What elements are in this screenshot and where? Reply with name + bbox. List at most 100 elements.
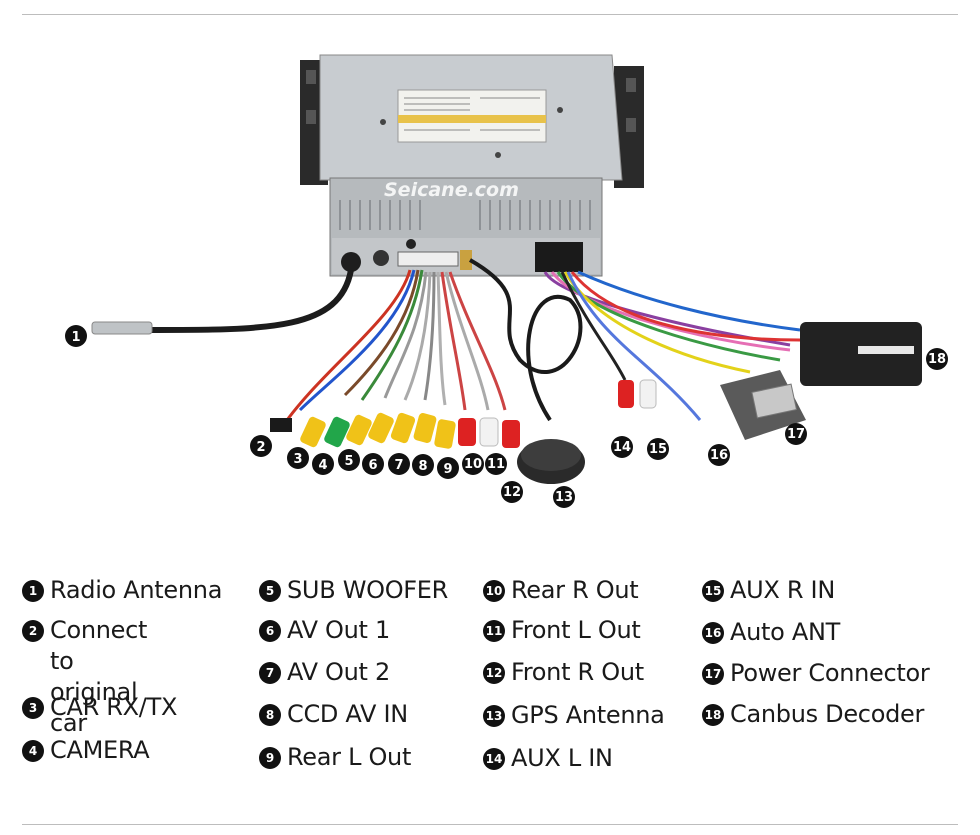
legend-number-badge: 18 [702, 704, 724, 726]
svg-text:5: 5 [344, 454, 353, 469]
svg-text:14: 14 [613, 440, 631, 455]
callout-7: 7 [388, 453, 410, 475]
legend-number-badge: 7 [259, 662, 281, 684]
radio-antenna-cable [149, 269, 354, 333]
legend-label: CAMERA [50, 736, 150, 764]
callout-13: 13 [553, 486, 575, 508]
legend-label: Power Connector [730, 659, 930, 687]
legend-number-badge: 9 [259, 747, 281, 769]
legend-label: Front L Out [511, 616, 641, 644]
legend-label: Front R Out [511, 658, 644, 686]
callout-3: 3 [287, 447, 309, 469]
legend-label: AV Out 2 [287, 658, 390, 686]
gps-sma-port [460, 250, 472, 270]
diagram-callouts: 1 2 3 4 5 6 7 8 9 10 11 12 13 14 15 16 1… [65, 325, 948, 508]
svg-text:1: 1 [71, 330, 80, 345]
legend-number-badge: 11 [483, 620, 505, 642]
legend-item: 5 SUB WOOFER [259, 575, 448, 606]
callout-16: 16 [708, 444, 730, 466]
legend-number-badge: 13 [483, 705, 505, 727]
callout-8: 8 [412, 454, 434, 476]
legend-number-badge: 5 [259, 580, 281, 602]
callout-12: 12 [501, 481, 523, 503]
legend-number-badge: 4 [22, 740, 44, 762]
legend-label: AV Out 1 [287, 616, 390, 644]
car-rxtx-connector [270, 418, 292, 432]
top-divider [22, 14, 958, 15]
legend-number-badge: 12 [483, 662, 505, 684]
legend-label: GPS Antenna [511, 701, 665, 729]
legend-number-badge: 10 [483, 580, 505, 602]
legend-item: 15 AUX R IN [702, 575, 835, 606]
callout-18: 18 [926, 348, 948, 370]
svg-text:12: 12 [503, 485, 521, 500]
legend-label: Connect to original car [50, 616, 148, 737]
svg-text:15: 15 [649, 442, 667, 457]
legend-item: 16 Auto ANT [702, 617, 840, 648]
callout-2: 2 [250, 435, 272, 457]
callout-10: 10 [462, 453, 484, 475]
seicane-watermark: Seicane.com [384, 179, 519, 201]
legend-item: 14 AUX L IN [483, 743, 613, 774]
legend-label: CCD AV IN [287, 700, 408, 728]
svg-text:10: 10 [464, 457, 482, 472]
legend-label: Rear R Out [511, 576, 639, 604]
legend-label: SUB WOOFER [287, 576, 449, 604]
callout-11: 11 [485, 453, 507, 475]
legend-item: 4 CAMERA [22, 735, 150, 766]
legend-label: CAR RX/TX [50, 693, 178, 721]
legend-item: 8 CCD AV IN [259, 699, 408, 730]
legend-number-badge: 3 [22, 697, 44, 719]
legend-item: 11 Front L Out [483, 615, 641, 646]
svg-text:17: 17 [787, 427, 805, 442]
svg-text:9: 9 [443, 462, 452, 477]
svg-text:13: 13 [555, 490, 573, 505]
legend-item: 12 Front R Out [483, 657, 644, 688]
svg-text:18: 18 [928, 352, 946, 367]
callout-5: 5 [338, 449, 360, 471]
callout-6: 6 [362, 453, 384, 475]
legend-number-badge: 2 [22, 620, 44, 642]
svg-text:16: 16 [710, 448, 728, 463]
svg-text:11: 11 [487, 457, 505, 472]
svg-text:2: 2 [256, 440, 265, 455]
head-unit-wiring-photo: Seicane.com [65, 54, 948, 508]
legend-item: 10 Rear R Out [483, 575, 639, 606]
legend-item: 2 Connect to original car [22, 615, 147, 739]
round-din-port [373, 250, 389, 266]
legend-label: AUX L IN [511, 744, 613, 772]
callout-1: 1 [65, 325, 87, 347]
main-harness-socket [535, 242, 583, 272]
legend-number-badge: 15 [702, 580, 724, 602]
legend-item: 13 GPS Antenna [483, 700, 665, 731]
callout-14: 14 [611, 436, 633, 458]
callout-15: 15 [647, 438, 669, 460]
svg-text:3: 3 [293, 452, 302, 467]
rca-plug-group [300, 412, 520, 449]
bottom-divider [22, 824, 958, 825]
legend-number-badge: 16 [702, 622, 724, 644]
svg-text:6: 6 [368, 458, 377, 473]
legend-item: 3 CAR RX/TX [22, 692, 177, 723]
svg-text:7: 7 [394, 458, 403, 473]
legend-number-badge: 6 [259, 620, 281, 642]
legend-label: Rear L Out [287, 743, 412, 771]
gps-antenna-cable [469, 258, 583, 422]
legend-number-badge: 8 [259, 704, 281, 726]
svg-text:8: 8 [418, 459, 427, 474]
callout-4: 4 [312, 453, 334, 475]
legend-label: Auto ANT [730, 618, 840, 646]
legend-item: 6 AV Out 1 [259, 615, 390, 646]
legend-number-badge: 14 [483, 748, 505, 770]
radio-antenna-port [341, 252, 361, 272]
legend-label: Radio Antenna [50, 576, 223, 604]
svg-text:4: 4 [318, 458, 327, 473]
callout-9: 9 [437, 457, 459, 479]
legend-label: AUX R IN [730, 576, 835, 604]
legend-label: Canbus Decoder [730, 700, 925, 728]
callout-17: 17 [785, 423, 807, 445]
legend-item: 9 Rear L Out [259, 742, 411, 773]
